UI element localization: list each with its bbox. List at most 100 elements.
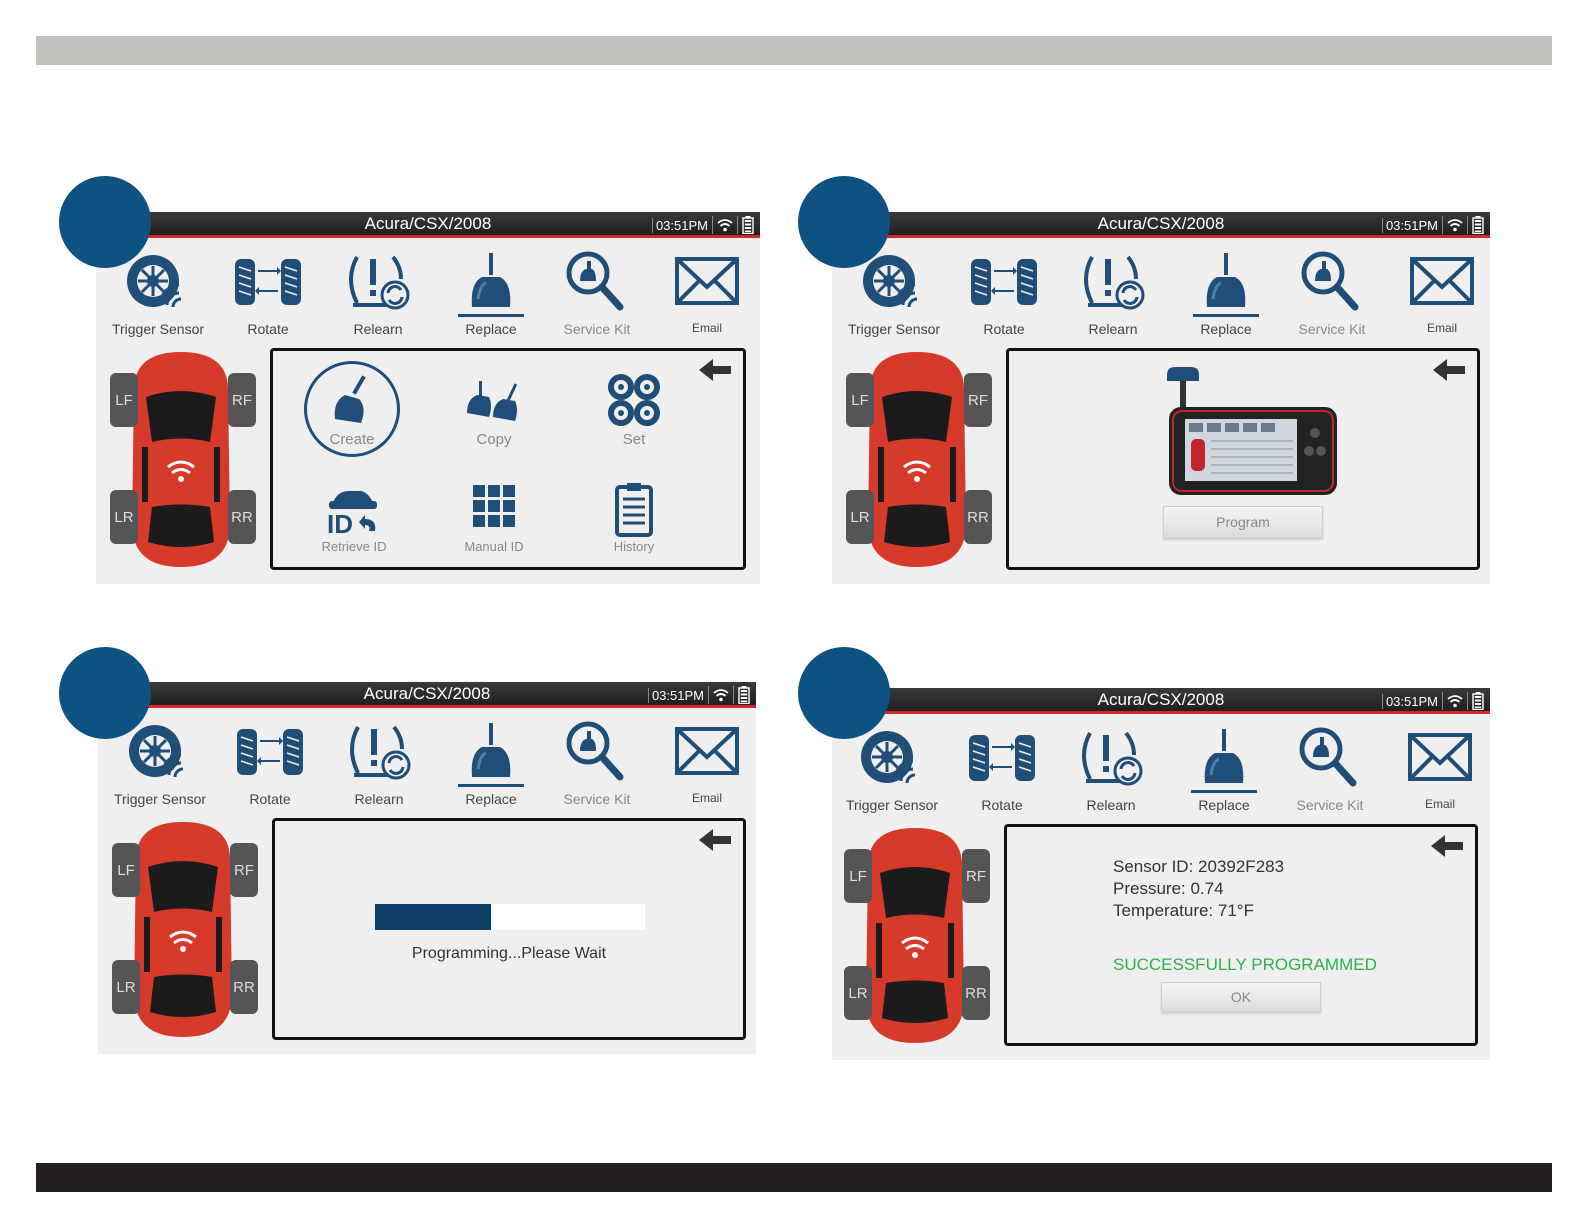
temperature-text: Temperature: 71°F: [1113, 901, 1254, 920]
back-arrow-icon[interactable]: [1431, 835, 1463, 857]
car-icon: [132, 352, 230, 567]
vehicle-title: Acura/CSX/2008: [364, 214, 492, 233]
tire-rf[interactable]: RF: [230, 843, 258, 897]
menu-service-kit[interactable]: Service Kit: [1275, 717, 1385, 821]
menu-label: Relearn: [354, 791, 404, 807]
title-bar: Acura/CSX/2008 03:51PM: [832, 688, 1490, 714]
battery-icon: [1472, 216, 1484, 234]
relearn-icon: [350, 725, 411, 780]
menu-trigger-sensor[interactable]: Trigger Sensor: [103, 241, 213, 345]
replace-sensor-icon: [1206, 253, 1246, 307]
replace-sensor-icon: [471, 723, 511, 777]
menu-relearn[interactable]: Relearn: [324, 711, 434, 815]
vehicle-tire-selector: LF RF LR RR: [842, 347, 992, 572]
screen-success: Acura/CSX/2008 03:51PM Trigger Sensor Ro…: [832, 688, 1490, 1060]
menu-trigger-sensor[interactable]: Trigger Sensor: [839, 241, 949, 345]
back-arrow-icon[interactable]: [699, 829, 731, 851]
clock: 03:51PM: [1381, 693, 1438, 709]
menu-label: Email: [1424, 797, 1455, 811]
menu-replace[interactable]: Replace: [1169, 717, 1279, 821]
title-bar: Acura/CSX/2008 03:51PM: [98, 682, 756, 708]
tire-lf[interactable]: LF: [844, 849, 872, 903]
active-underline: [458, 784, 524, 787]
vehicle-title: Acura/CSX/2008: [1097, 690, 1225, 709]
service-kit-icon: [566, 721, 624, 781]
tire-lf[interactable]: LF: [846, 373, 874, 427]
menu-rotate[interactable]: Rotate: [947, 717, 1057, 821]
active-underline: [1191, 790, 1257, 793]
tool-menu: Trigger Sensor Rotate Relearn Replace Se…: [98, 711, 756, 815]
menu-relearn[interactable]: Relearn: [1056, 717, 1166, 821]
tire-rf[interactable]: RF: [964, 373, 992, 427]
relearn-icon: [1082, 731, 1143, 786]
progress-panel: Programming...Please Wait: [272, 818, 746, 1040]
step-badge-1: [59, 176, 151, 268]
wifi-status-icon: [1447, 218, 1463, 232]
menu-rotate[interactable]: Rotate: [949, 241, 1059, 345]
menu-label: Rotate: [249, 791, 291, 807]
tire-rr[interactable]: RR: [964, 490, 992, 544]
tire-lr[interactable]: LR: [844, 966, 872, 1020]
replace-sensor-icon: [471, 253, 511, 307]
service-kit-icon: [1299, 727, 1357, 787]
menu-replace[interactable]: Replace: [436, 711, 546, 815]
replace-sensor-icon: [1204, 729, 1244, 783]
car-icon: [866, 828, 964, 1043]
option-create[interactable]: Create: [297, 367, 407, 457]
tire-lf[interactable]: LF: [112, 843, 140, 897]
rotate-tires-icon: [969, 735, 1035, 781]
option-retrieve-id[interactable]: ID Retrieve ID: [299, 475, 409, 565]
option-set[interactable]: Set: [579, 367, 689, 457]
progress-message: Programming...Please Wait: [411, 945, 607, 962]
rotate-tires-icon: [971, 259, 1037, 305]
tire-rr[interactable]: RR: [228, 490, 256, 544]
menu-email[interactable]: Email: [1385, 717, 1490, 821]
tire-lr[interactable]: LR: [110, 490, 138, 544]
option-copy[interactable]: Copy: [439, 367, 549, 457]
menu-relearn[interactable]: Relearn: [1058, 241, 1168, 345]
tire-lr[interactable]: LR: [112, 960, 140, 1014]
menu-rotate[interactable]: Rotate: [213, 241, 323, 345]
tire-rf[interactable]: RF: [228, 373, 256, 427]
option-label: Copy: [476, 431, 512, 448]
tire-rf[interactable]: RF: [962, 849, 990, 903]
menu-service-kit[interactable]: Service Kit: [542, 241, 652, 345]
copy-sensor-icon: [467, 381, 518, 421]
clock: 03:51PM: [647, 687, 704, 703]
tire-lf[interactable]: LF: [110, 373, 138, 427]
car-icon: [868, 352, 966, 567]
menu-label: Relearn: [1088, 321, 1138, 337]
pressure-text: Pressure: 0.74: [1113, 879, 1224, 898]
back-arrow-icon[interactable]: [699, 359, 731, 381]
menu-email[interactable]: Email: [1387, 241, 1490, 345]
screen-programming-progress: Acura/CSX/2008 03:51PM Trigger Sensor Ro…: [98, 682, 756, 1054]
success-message: SUCCESSFULLY PROGRAMMED: [1113, 955, 1377, 974]
option-history[interactable]: History: [579, 475, 689, 565]
vehicle-tire-selector: LF RF LR RR: [106, 347, 256, 572]
tire-lr[interactable]: LR: [846, 490, 874, 544]
back-arrow-icon[interactable]: [1433, 359, 1465, 381]
menu-service-kit[interactable]: Service Kit: [542, 711, 652, 815]
email-icon: [675, 257, 739, 305]
tire-rr[interactable]: RR: [962, 966, 990, 1020]
program-button[interactable]: Program: [1163, 506, 1323, 538]
tire-rr[interactable]: RR: [230, 960, 258, 1014]
vehicle-tire-selector: LF RF LR RR: [840, 823, 990, 1048]
menu-label: Replace: [1198, 797, 1250, 813]
option-manual-id[interactable]: Manual ID: [439, 475, 549, 565]
ok-button[interactable]: OK: [1161, 982, 1321, 1012]
menu-replace[interactable]: Replace: [1171, 241, 1281, 345]
menu-email[interactable]: Email: [652, 711, 756, 815]
email-icon: [1410, 257, 1474, 305]
menu-relearn[interactable]: Relearn: [323, 241, 433, 345]
clock: 03:51PM: [1381, 217, 1438, 233]
menu-rotate[interactable]: Rotate: [215, 711, 325, 815]
menu-label: Service Kit: [563, 791, 631, 807]
menu-trigger-sensor[interactable]: Trigger Sensor: [837, 717, 947, 821]
menu-email[interactable]: Email: [652, 241, 760, 345]
menu-replace[interactable]: Replace: [436, 241, 546, 345]
menu-trigger-sensor[interactable]: Trigger Sensor: [105, 711, 215, 815]
menu-service-kit[interactable]: Service Kit: [1277, 241, 1387, 345]
menu-label: Rotate: [983, 321, 1025, 337]
trigger-sensor-icon: [127, 255, 182, 308]
